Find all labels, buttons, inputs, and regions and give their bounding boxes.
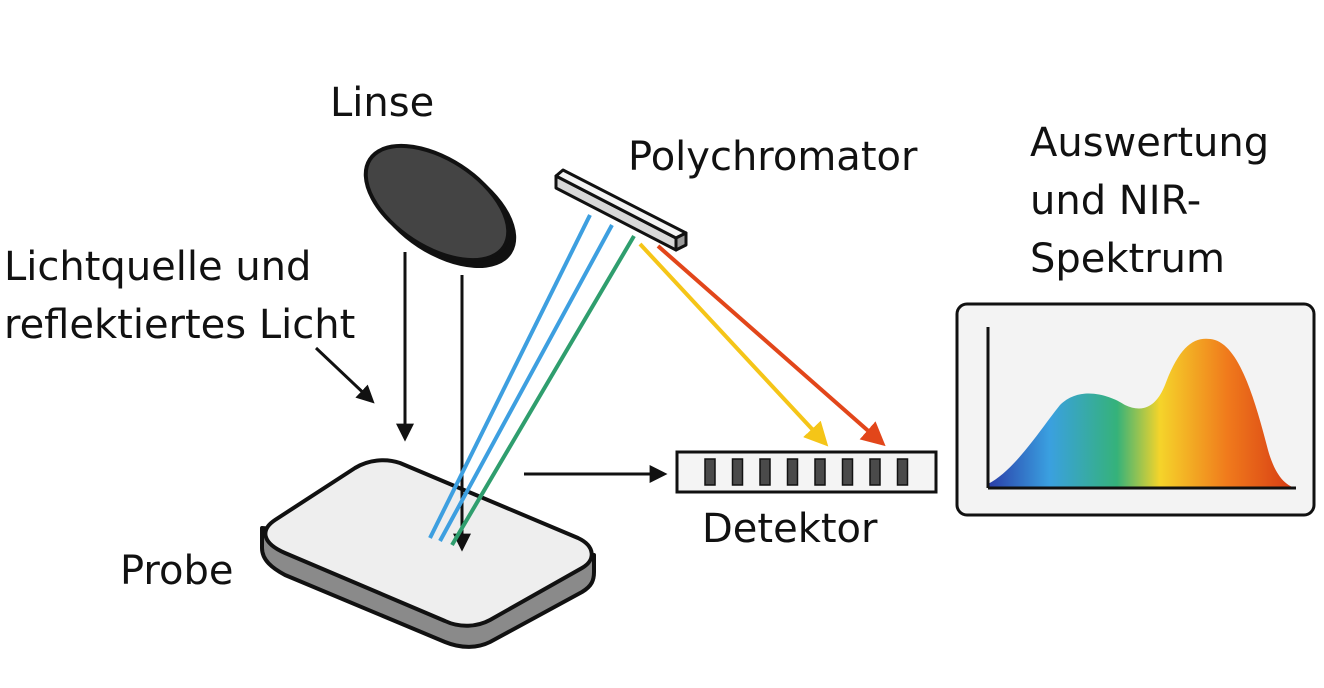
detector-pixel: [841, 458, 854, 486]
detector-housing: [675, 450, 938, 494]
beam-yellow: [638, 242, 829, 447]
evaluation-label-line-2: und NIR-: [1030, 178, 1202, 224]
evaluation-label-line-3: Spektrum: [1030, 236, 1225, 282]
beam-blue-1: [428, 214, 592, 539]
sample-plate-top: [263, 458, 594, 628]
evaluation-label: Auswertung und NIR- Spektrum: [1030, 114, 1269, 288]
detector-pixel: [704, 458, 716, 486]
polychromator-front: [554, 174, 678, 252]
detector-pixel: [814, 458, 826, 486]
light-source-label-line-2: reflektiertes Licht: [4, 302, 356, 348]
polychromator-side: [674, 231, 688, 252]
light-source-label: Lichtquelle und reflektiertes Licht: [4, 238, 355, 354]
sample-plate: [260, 458, 596, 649]
detector-pixel-array: [704, 458, 909, 486]
beam-red: [656, 244, 886, 447]
lens: [363, 143, 517, 269]
detector-pixel: [869, 458, 881, 486]
lens-face: [363, 143, 511, 263]
nir-spectrum-curve: [988, 338, 1295, 488]
spectrum-panel: [955, 302, 1316, 517]
detector-pixel: [896, 458, 909, 486]
beam-blue-2: [438, 224, 614, 542]
light-source-label-line-1: Lichtquelle und: [4, 244, 312, 290]
light-source-pointer-arrow: [314, 346, 375, 404]
detector-pixel: [786, 458, 799, 486]
polychromator: [554, 168, 688, 252]
sample-label: Probe: [120, 548, 234, 594]
detector-pixel: [759, 458, 771, 486]
detector-pixel: [731, 458, 744, 486]
detector-label: Detektor: [702, 506, 878, 552]
beam-green: [450, 234, 636, 547]
polychromator-label: Polychromator: [628, 134, 918, 180]
lens-label: Linse: [330, 80, 435, 126]
detector: [675, 450, 938, 494]
evaluation-label-line-1: Auswertung: [1030, 120, 1270, 166]
